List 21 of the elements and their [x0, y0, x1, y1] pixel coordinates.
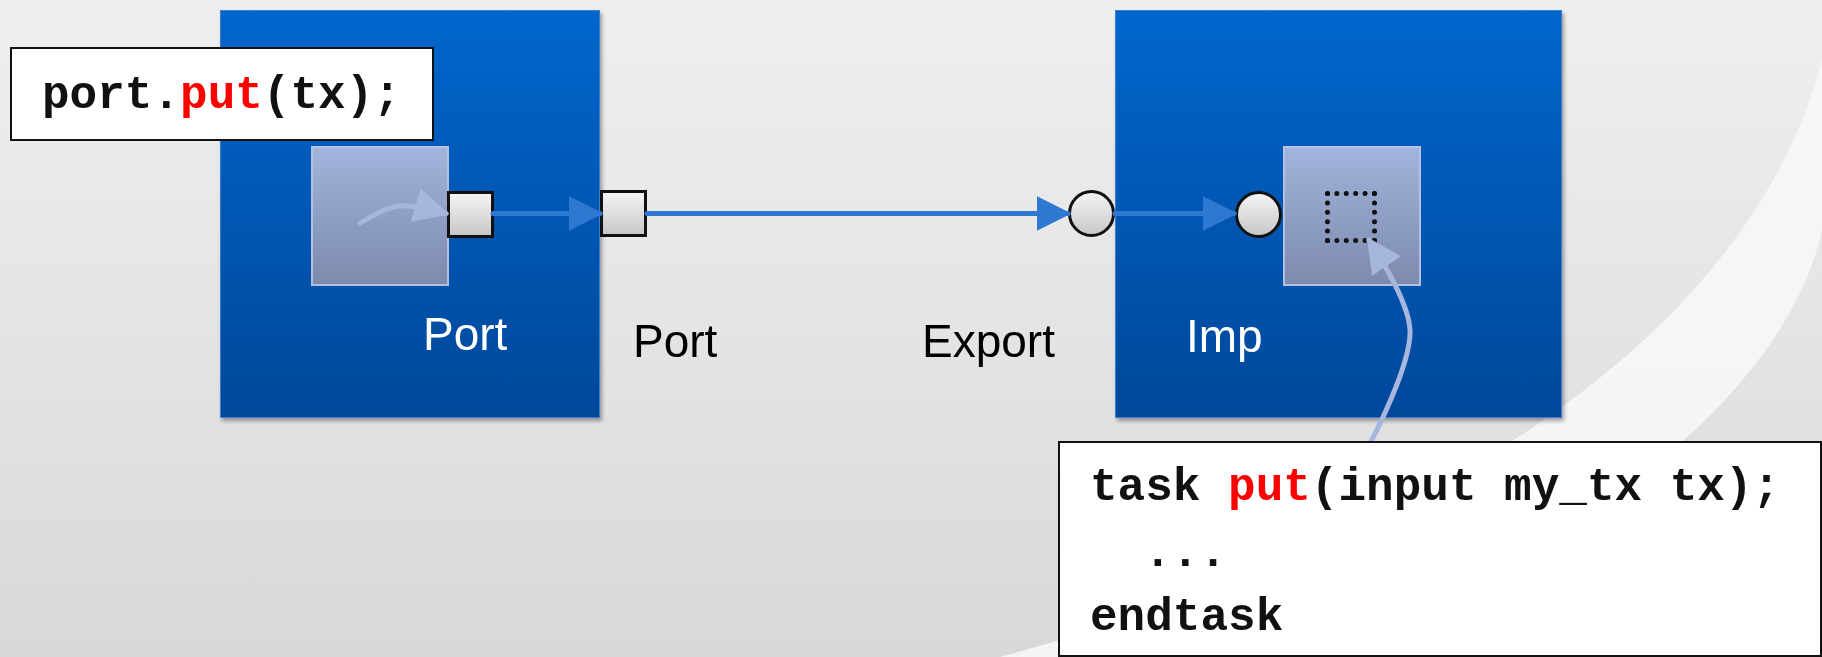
code-line: task put(input my_tx tx); — [1090, 465, 1781, 511]
block-box — [1115, 10, 1562, 418]
code-line: ... — [1144, 531, 1227, 577]
component-box — [1283, 146, 1421, 286]
export-circle — [1235, 191, 1282, 238]
arrow — [357, 188, 450, 226]
block-label: Port — [423, 311, 508, 357]
component-box — [311, 146, 449, 286]
code-line: endtask — [1090, 595, 1284, 641]
code-tooltip — [10, 47, 434, 141]
arrow — [644, 196, 1072, 231]
arrow — [1112, 196, 1238, 231]
port-square — [600, 190, 647, 237]
code-line: port.put(tx); — [42, 73, 401, 119]
arrow — [490, 196, 604, 231]
port-square — [447, 191, 494, 238]
code-box — [1058, 441, 1822, 657]
arrow — [1366, 237, 1413, 444]
port-label: Port — [633, 318, 718, 364]
dotted-square — [1325, 191, 1377, 243]
export-circle — [1068, 190, 1115, 237]
